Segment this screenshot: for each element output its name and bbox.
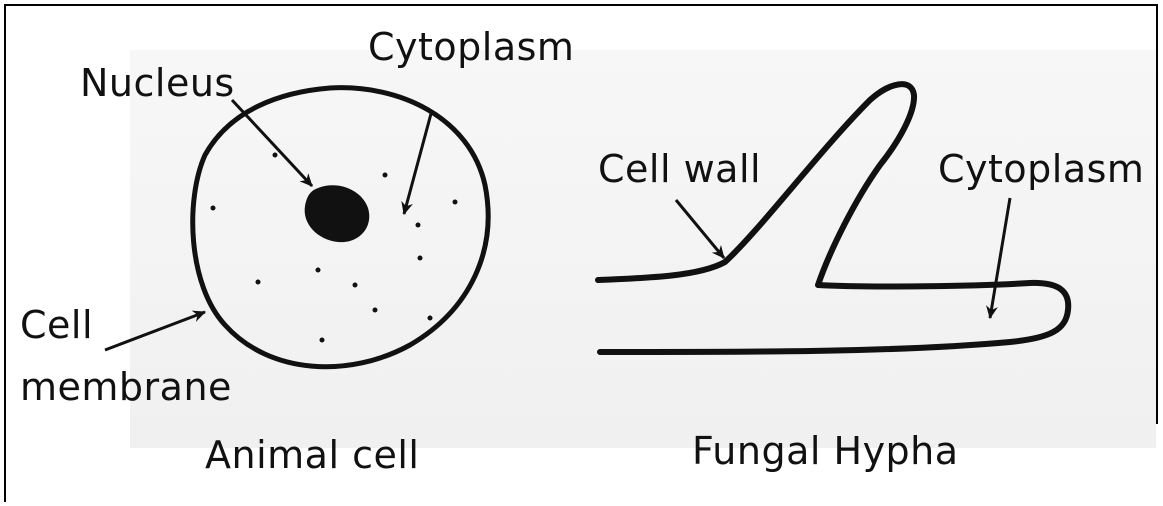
cell-wall-label: Cell wall <box>598 150 761 188</box>
cell-wall-arrow <box>676 200 724 258</box>
cytoplasm-dots <box>211 153 458 343</box>
nucleus-body <box>305 185 370 242</box>
animal-cell-caption: Animal cell <box>205 436 419 474</box>
cytoplasm-fungal-arrow <box>990 198 1010 318</box>
cell-membrane-label-line1: Cell <box>20 306 93 344</box>
cytoplasm-animal-label: Cytoplasm <box>368 28 574 66</box>
hypha-upper-wall <box>598 84 1068 352</box>
nucleus-arrow <box>232 100 312 186</box>
cell-membrane-label-line2: membrane <box>20 368 232 406</box>
cytoplasm-animal-arrow <box>404 110 432 214</box>
cell-membrane-arrow <box>105 312 205 350</box>
nucleus-label: Nucleus <box>80 64 235 102</box>
cytoplasm-fungal-label: Cytoplasm <box>938 150 1144 188</box>
fungal-hypha-caption: Fungal Hypha <box>692 432 959 470</box>
